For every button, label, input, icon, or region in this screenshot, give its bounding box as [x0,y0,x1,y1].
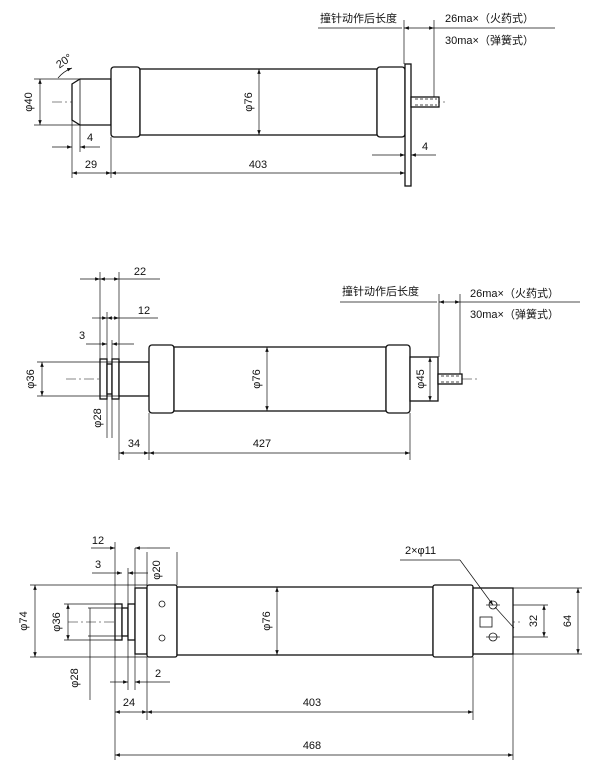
fuse-3-body-diameter: φ76 [261,611,273,630]
fuse-3-dim-3: 3 [95,559,101,571]
fuse-3-dim-403: 403 [303,697,321,709]
fuse-1-striker-pin [410,96,440,108]
fuse-3-dim-468: 468 [303,740,321,752]
fuse-3-dim-2: 2 [155,668,161,680]
fuse-3-right-ring [432,584,474,658]
fuse-1-body-diameter: φ76 [243,92,255,111]
fuse-3-stud-inner [121,607,129,637]
fuse-2-dim-427: 427 [253,438,271,450]
fuse-2-drawing: 撞针动作后长度 26ma×（火药式） 30ma×（弹簧式） 22 12 3 φ3… [25,266,580,460]
fuse-3-left-bolt-top [158,600,166,608]
fuse-2-end-cap [118,361,150,397]
fuse-3-dim-32: 32 [528,615,540,627]
fuse-3-drawing: 12 3 φ20 2×φ11 φ74 φ36 φ28 φ76 [18,535,582,760]
fuse-3-tube [176,586,434,656]
fuse-3-dim-24: 24 [123,697,135,709]
fuse-1-right-ring [376,66,406,138]
fuse-3-hole-spec: 2×φ11 [405,545,436,557]
fuse-1-striker-plate [404,63,412,187]
fuse-2-dim-22: 22 [134,266,146,278]
fuse-2-striker-pin [437,373,463,385]
fuse-2-diameter-28: φ28 [92,408,104,427]
fuse-3-diameter-74: φ74 [18,611,30,630]
fuse-2-stroke-spring: 30ma×（弹簧式） [470,307,559,321]
fuse-2-stud-outer [99,358,108,400]
fuse-2-diameter-36: φ36 [25,369,37,388]
fuse-2-dim-34: 34 [128,438,140,450]
fuse-2-cap-diameter: φ45 [415,369,427,388]
fuse-3-diameter-36: φ36 [51,612,63,631]
fuse-2-body-diameter: φ76 [251,369,263,388]
fuse-1-end-diameter: φ40 [23,92,35,111]
fuse-2-stud-flange [111,358,120,400]
fuse-1-tube [139,68,378,136]
fuse-3-left-plate [134,587,148,655]
fuse-2-left-ring [148,344,175,414]
fuse-1-left-ring [110,66,141,138]
fuse-3-left-contact [146,584,178,658]
fuse-2-dim-12: 12 [138,305,150,317]
fuse-1-stroke-spring: 30ma×（弹簧式） [445,33,534,47]
fuse-2-stud-inner [106,363,113,395]
fuse-3-dim-12: 12 [92,535,104,547]
fuse-3-indicator [479,616,493,628]
fuse-1-dim-4a: 4 [87,132,93,144]
fuse-2-tube [173,346,387,412]
fuse-3-stud-flange [127,603,136,641]
fuse-1-drawing: 撞针动作后长度 26ma×（火药式） 30ma×（弹簧式） 20° φ40 φ7… [23,11,555,187]
fuse-1-dim-403: 403 [249,159,267,171]
fuse-3-diameter-28: φ28 [69,668,81,687]
fuse-3-stud-outer [114,603,123,641]
fuse-2-stroke-powder: 26ma×（火药式） [470,287,559,300]
fuse-3-right-block [472,587,514,655]
fuse-2-right-ring [385,344,411,414]
fuse-1-stroke-label: 撞针动作后长度 [320,11,397,25]
fuse-2-dim-3: 3 [79,330,85,342]
fuse-3-left-bolt-bottom [158,634,166,642]
fuse-2-stroke-label: 撞针动作后长度 [342,284,419,298]
fuse-2-right-cap [409,356,439,402]
fuse-3-diameter-20: φ20 [151,560,163,579]
fuse-1-dim-29: 29 [85,159,97,171]
fuse-1-dim-4b: 4 [422,141,428,153]
fuse-3-dim-64: 64 [562,615,574,627]
fuse-1-end-cap [71,78,112,126]
fuse-1-stroke-powder: 26ma×（火药式） [445,12,534,25]
